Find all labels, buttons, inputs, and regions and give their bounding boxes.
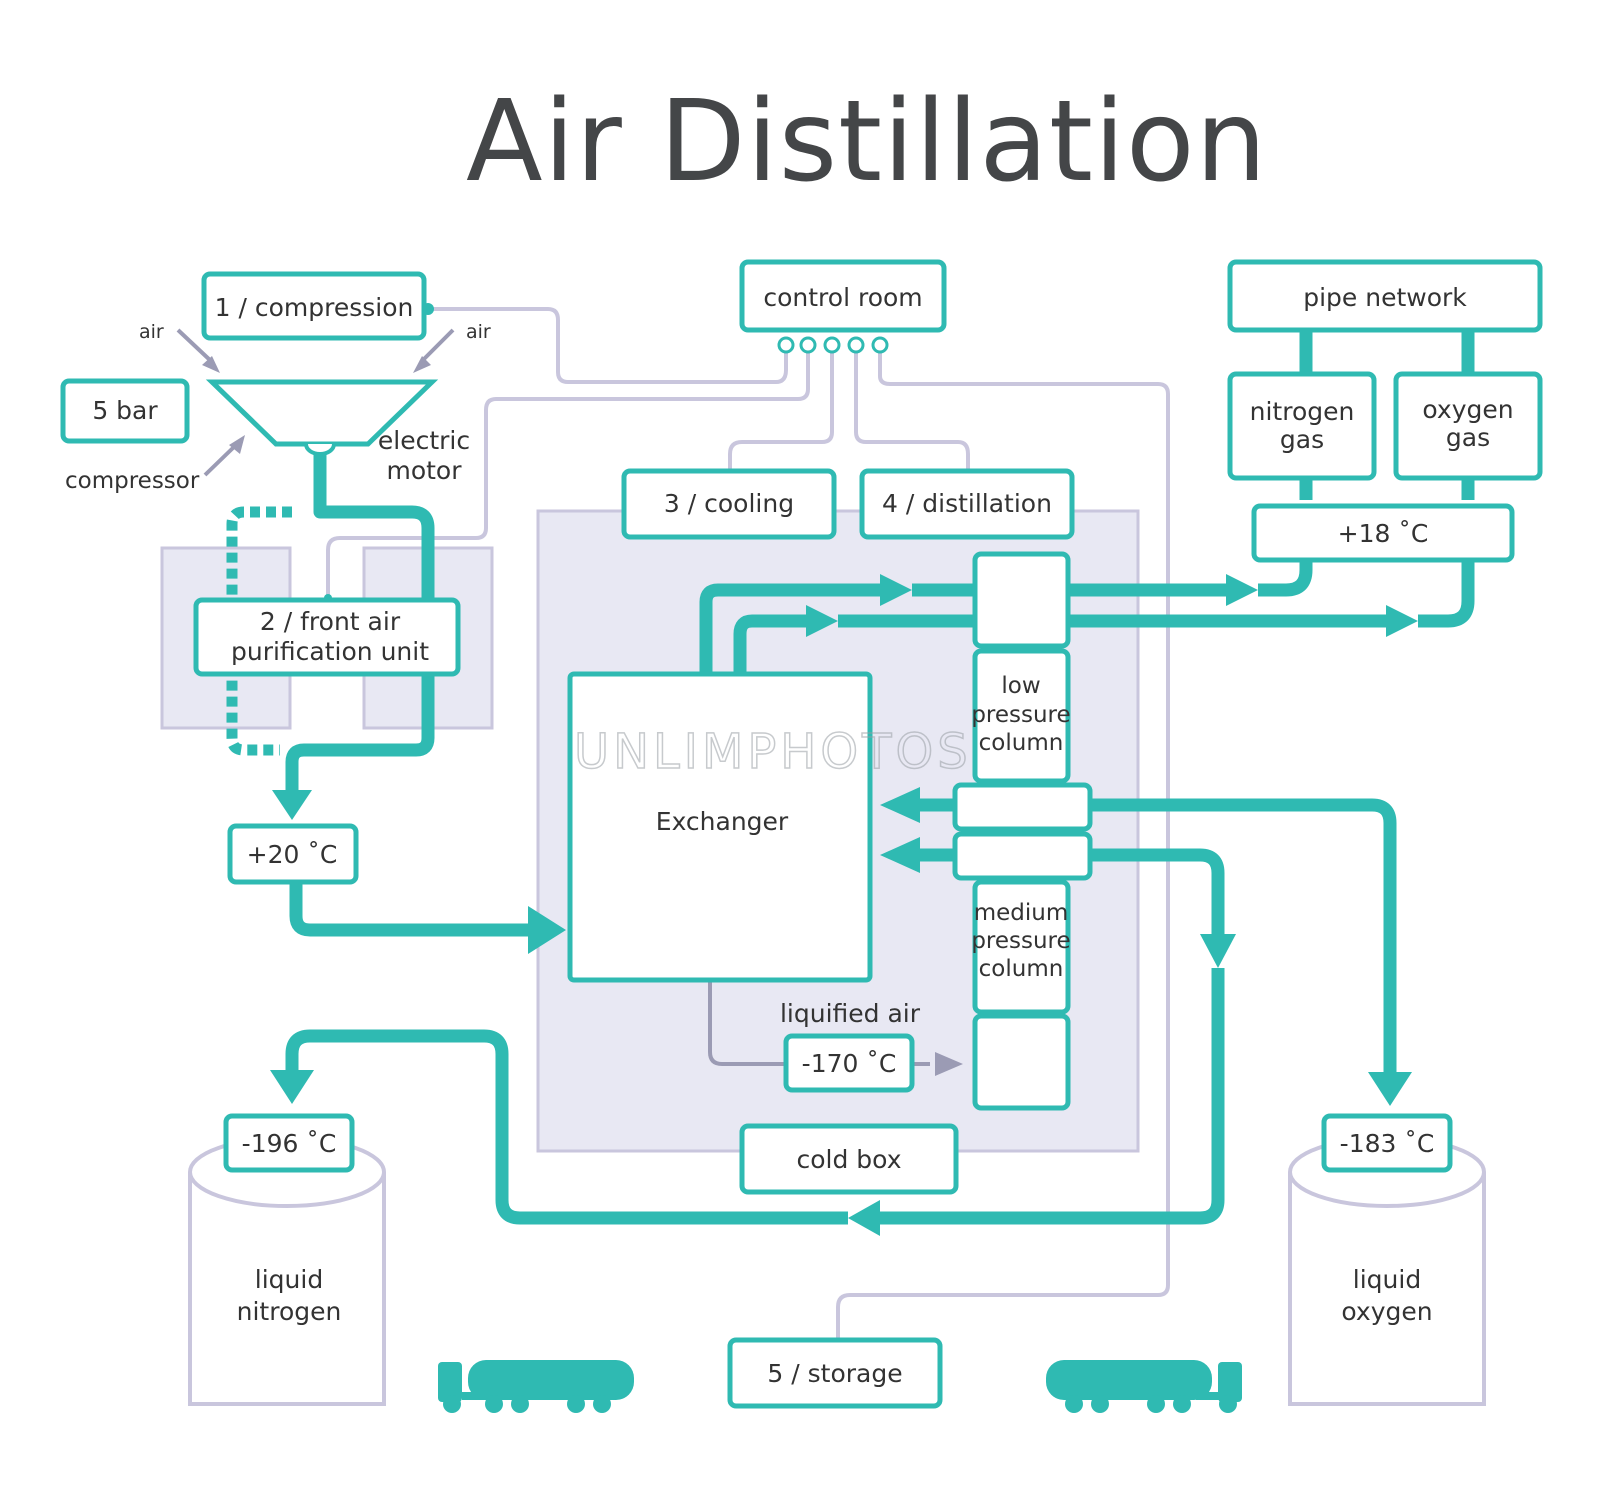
column-top-segment (972, 551, 1071, 649)
low-pressure-label-3: column (979, 730, 1064, 756)
control-room-box (739, 259, 947, 333)
purification-box (193, 597, 461, 677)
medium-pressure-column (972, 879, 1071, 1015)
temp-196-box (223, 1113, 355, 1173)
storage-box (727, 1337, 943, 1409)
motor-label: motor (386, 456, 462, 485)
cold-box-label-box (739, 1123, 959, 1195)
cold-box-label: cold box (797, 1145, 902, 1174)
electric-label: electric (378, 426, 470, 455)
column-connector-lower (952, 831, 1093, 881)
oxygen-gas-label-2: gas (1446, 423, 1490, 452)
purification-label-1: 2 / front air (260, 607, 401, 636)
pipe-network-box (1227, 259, 1543, 333)
liquid-oxygen-label-2: oxygen (1341, 1297, 1432, 1326)
pressure-label: 5 bar (92, 396, 158, 425)
compression-label: 1 / compression (215, 293, 414, 322)
control-room-label: control room (763, 283, 922, 312)
gas-flow-paths (699, 330, 1475, 674)
temp-20-label: +20 ˚C (247, 840, 338, 869)
liquid-flow-paths (270, 787, 1412, 1236)
medium-pressure-label-3: column (979, 956, 1064, 982)
exchanger-label: Exchanger (656, 807, 789, 836)
distillation-label: 4 / distillation (882, 489, 1052, 518)
column-connector-upper (952, 782, 1093, 832)
pressure-box (60, 378, 190, 444)
storage-label: 5 / storage (767, 1359, 902, 1388)
diagram-title: Air Distillation (466, 77, 1268, 207)
temp-196-label: -196 ˚C (242, 1129, 337, 1158)
control-ports (777, 336, 889, 354)
low-pressure-label-1: low (1001, 673, 1040, 699)
liquified-air-label: liquified air (780, 999, 921, 1028)
distillation-column (952, 551, 1093, 1111)
exchanger-box (567, 671, 873, 983)
medium-pressure-label-1: medium (974, 900, 1069, 926)
control-lines (324, 307, 1170, 1340)
temp-18-box (1251, 503, 1515, 563)
liquid-oxygen-label-1: liquid (1353, 1265, 1421, 1294)
temp-20-box (227, 823, 359, 885)
air-label-right: air (466, 321, 491, 343)
tanker-truck-icon (1046, 1360, 1242, 1413)
nitrogen-gas-label-2: gas (1280, 425, 1324, 454)
distillation-box (859, 468, 1075, 540)
temp-170-box (783, 1033, 915, 1093)
nitrogen-gas-box (1227, 371, 1377, 481)
compressor-label: compressor (65, 468, 200, 494)
temp-170-label: -170 ˚C (802, 1049, 897, 1078)
cooling-box (621, 468, 837, 540)
air-arrow-icon (176, 328, 455, 477)
liquid-nitrogen-label-1: liquid (255, 1265, 323, 1294)
liquified-air-line (708, 980, 930, 1066)
temp-183-box (1321, 1113, 1453, 1173)
pipe-network-label: pipe network (1303, 283, 1467, 312)
air-label-left: air (139, 321, 164, 343)
medium-pressure-label-2: pressure (971, 928, 1070, 954)
liquified-air-arrow (935, 1052, 963, 1076)
tanker-truck-icon (438, 1360, 634, 1413)
oxygen-gas-label-1: oxygen (1422, 395, 1513, 424)
oxygen-gas-box (1393, 371, 1543, 481)
low-pressure-column (972, 648, 1071, 784)
column-bottom-segment (972, 1013, 1071, 1111)
temp-183-label: -183 ˚C (1340, 1129, 1435, 1158)
watermark: UNLIMPHOTOS (574, 724, 972, 780)
temp-18-label: +18 ˚C (1338, 519, 1429, 548)
low-pressure-label-2: pressure (971, 702, 1070, 728)
air-flow-path (226, 452, 566, 954)
compressor-funnel-icon (205, 379, 439, 456)
nitrogen-gas-label-1: nitrogen (1250, 397, 1355, 426)
purification-label-2: purification unit (231, 637, 429, 666)
liquid-nitrogen-label-2: nitrogen (237, 1297, 342, 1326)
cooling-label: 3 / cooling (664, 489, 794, 518)
